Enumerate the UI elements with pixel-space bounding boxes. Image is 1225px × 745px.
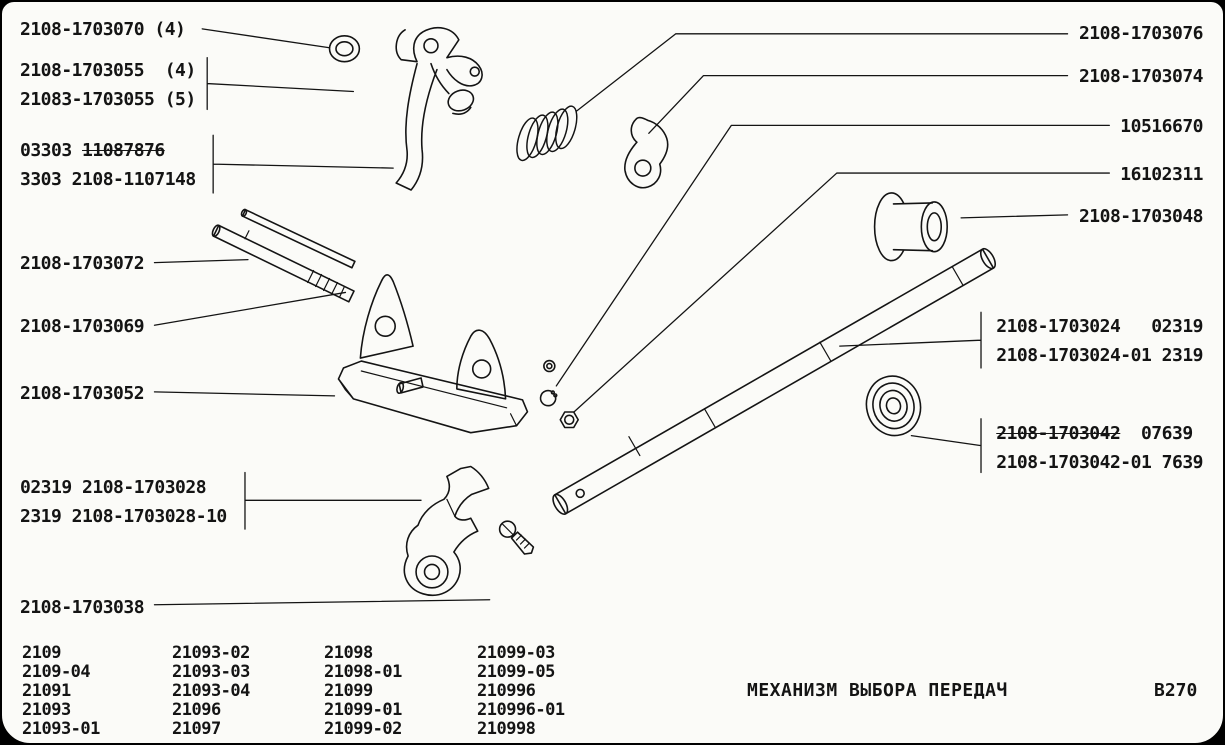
part-number: 10516670: [1120, 116, 1203, 137]
part-number: 2108-1703074: [1078, 66, 1204, 87]
model-code: 21093: [22, 700, 71, 720]
part-number: 2108-1703048: [1078, 206, 1204, 227]
part-number: 03303 11087876: [20, 136, 196, 165]
sheet-code: В270: [1154, 680, 1198, 701]
part-bushing: [873, 192, 948, 262]
part-washer: [543, 359, 556, 373]
part-number: 2319 2108-1703028-10: [20, 506, 227, 527]
model-code: 21096: [172, 700, 221, 720]
callout-16102311: 16102311: [1120, 160, 1203, 189]
model-code: 21098-01: [324, 662, 402, 682]
model-code: 21093-03: [172, 662, 250, 682]
callout-2108-1703042: 2108-1703042 07639 2108-1703042-01 7639: [996, 419, 1203, 477]
part-nut: [559, 411, 579, 429]
part-number: 2108-1703069: [20, 316, 145, 337]
part-selector-lever: [395, 26, 483, 191]
part-lock-plate: [624, 116, 669, 189]
model-code: 21099-05: [477, 662, 555, 682]
part-number: 2108-1703042-01 7639: [996, 452, 1203, 473]
part-number: 3303 2108-1107148: [20, 169, 196, 190]
part-number: 2108-1703042 07639: [996, 419, 1203, 448]
model-code: 21099-01: [324, 700, 402, 720]
part-spring: [516, 105, 578, 162]
callout-2108-1703069: 2108-1703069: [20, 312, 145, 341]
part-small-bushing: [328, 35, 361, 63]
model-code: 21099: [324, 681, 373, 701]
part-number: 2108-1703024 02319: [996, 316, 1203, 337]
callout-2108-1703072: 2108-1703072: [20, 249, 145, 278]
callout-2108-1703070: 2108-1703070 (4): [20, 15, 186, 44]
model-code: 21097: [172, 719, 221, 739]
callout-2108-1703052: 2108-1703052: [20, 379, 145, 408]
model-code: 2109: [22, 643, 61, 663]
callout-2108-1703055: 2108-1703055 (4) 21083-1703055 (5): [20, 56, 196, 114]
model-code: 2109-04: [22, 662, 91, 682]
part-number: 2108-1703070 (4): [20, 19, 186, 40]
part-number: 16102311: [1120, 164, 1203, 185]
model-code: 21099-03: [477, 643, 555, 663]
callout-2108-1703028: 02319 2108-1703028 2319 2108-1703028-10: [20, 473, 227, 531]
parts: [211, 26, 997, 597]
part-number: 21083-1703055 (5): [20, 89, 196, 110]
model-code: 21093-04: [172, 681, 250, 701]
part-bearing: [865, 375, 922, 437]
model-code: 21091: [22, 681, 71, 701]
part-number: 2108-1703024-01 2319: [996, 345, 1203, 366]
callout-2108-1703024: 2108-1703024 02319 2108-1703024-01 2319: [996, 312, 1203, 370]
part-guide-rods: [211, 208, 356, 303]
model-code: 210996-01: [477, 700, 565, 720]
part-number: 2108-1703072: [20, 253, 145, 274]
model-code: 21099-02: [324, 719, 402, 739]
part-number: 2108-1703038: [20, 597, 145, 618]
callout-2108-1703076: 2108-1703076: [1078, 19, 1204, 48]
part-snap-ring: [539, 389, 558, 407]
part-number: 2108-1703055 (4): [20, 60, 196, 81]
model-code: 21098: [324, 643, 373, 663]
part-number-superseded: 2108-1703042: [996, 423, 1121, 444]
part-screw: [498, 520, 535, 555]
callout-2108-1703038: 2108-1703038: [20, 593, 145, 622]
part-number: 02319 2108-1703028: [20, 477, 207, 498]
callout-2108-1703074: 2108-1703074: [1078, 62, 1204, 91]
drawing-title: МЕХАНИЗМ ВЫБОРА ПЕРЕДАЧ: [747, 680, 1008, 701]
model-code: 210998: [477, 719, 536, 739]
part-number-prefix: 03303: [20, 140, 83, 161]
part-number-superseded: 11087876: [82, 140, 165, 161]
callout-03303-11087876: 03303 11087876 3303 2108-1107148: [20, 136, 196, 194]
model-code: 21093-01: [22, 719, 100, 739]
model-code: 210996: [477, 681, 536, 701]
part-selector-shaft: [552, 247, 997, 515]
part-number: 2108-1703052: [20, 383, 145, 404]
callout-10516670: 10516670: [1120, 112, 1203, 141]
part-number: 2108-1703076: [1078, 23, 1204, 44]
leader-lines: [153, 28, 1110, 606]
part-number-suffix: 07639: [1120, 423, 1193, 444]
part-fork: [403, 465, 490, 597]
callout-2108-1703048: 2108-1703048: [1078, 202, 1204, 231]
model-code: 21093-02: [172, 643, 250, 663]
part-mount-bracket: [337, 274, 529, 434]
